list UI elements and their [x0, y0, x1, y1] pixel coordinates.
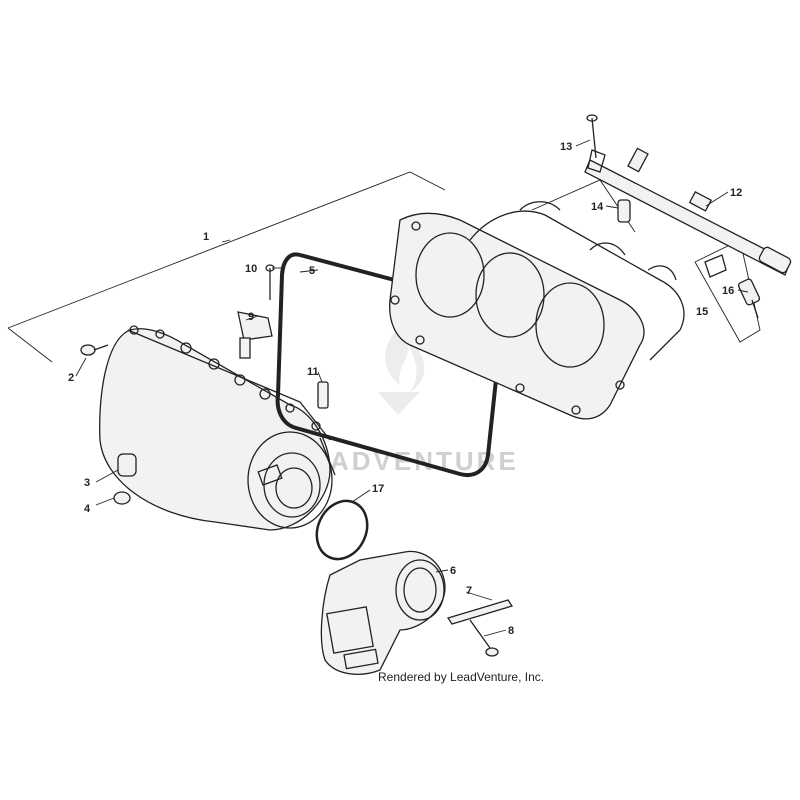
- callout-2: 2: [68, 372, 74, 384]
- sensor-bolt: [265, 264, 275, 300]
- callout-17: 17: [372, 483, 384, 495]
- group-bracket-15: [694, 239, 761, 343]
- callout-12: 12: [730, 187, 742, 199]
- callout-5: 5: [309, 265, 315, 277]
- callout-4: 4: [84, 503, 91, 515]
- callout-8: 8: [508, 625, 514, 637]
- callout-13: 13: [560, 141, 572, 153]
- callout-10: 10: [245, 263, 257, 275]
- group-bracket-1: [7, 171, 446, 363]
- injector-clip: [704, 254, 727, 278]
- spacer: [617, 199, 631, 223]
- map-sensor: [237, 311, 273, 359]
- fuel-injector: [737, 278, 761, 319]
- callout-3: 3: [84, 477, 90, 489]
- intake-plenum: [99, 325, 336, 531]
- screw: [80, 344, 109, 356]
- o-ring: [315, 499, 369, 561]
- fuel-rail-bolt: [586, 114, 598, 159]
- callout-14: 14: [591, 201, 604, 213]
- callout-6: 6: [450, 565, 456, 577]
- throttle-bolt: [469, 619, 499, 657]
- callout-1: 1: [203, 231, 209, 243]
- callout-7: 7: [466, 585, 472, 597]
- washer: [113, 491, 131, 505]
- intake-manifold: [389, 201, 685, 420]
- leader-lines: [75, 139, 749, 637]
- callout-16: 16: [722, 285, 734, 297]
- fuel-rail: [584, 147, 792, 276]
- bracket: [446, 599, 514, 625]
- temperature-sensor: [317, 381, 329, 409]
- throttle-body: [320, 550, 446, 675]
- callout-9: 9: [248, 311, 254, 323]
- callout-15: 15: [696, 306, 708, 318]
- credit-text: Rendered by LeadVenture, Inc.: [378, 670, 545, 684]
- callout-labels: 1 2 3 4 5 6 7 8 9 10 11 12 13 14 15 16 1…: [68, 141, 742, 637]
- grommet: [117, 453, 137, 477]
- callout-11: 11: [307, 366, 319, 378]
